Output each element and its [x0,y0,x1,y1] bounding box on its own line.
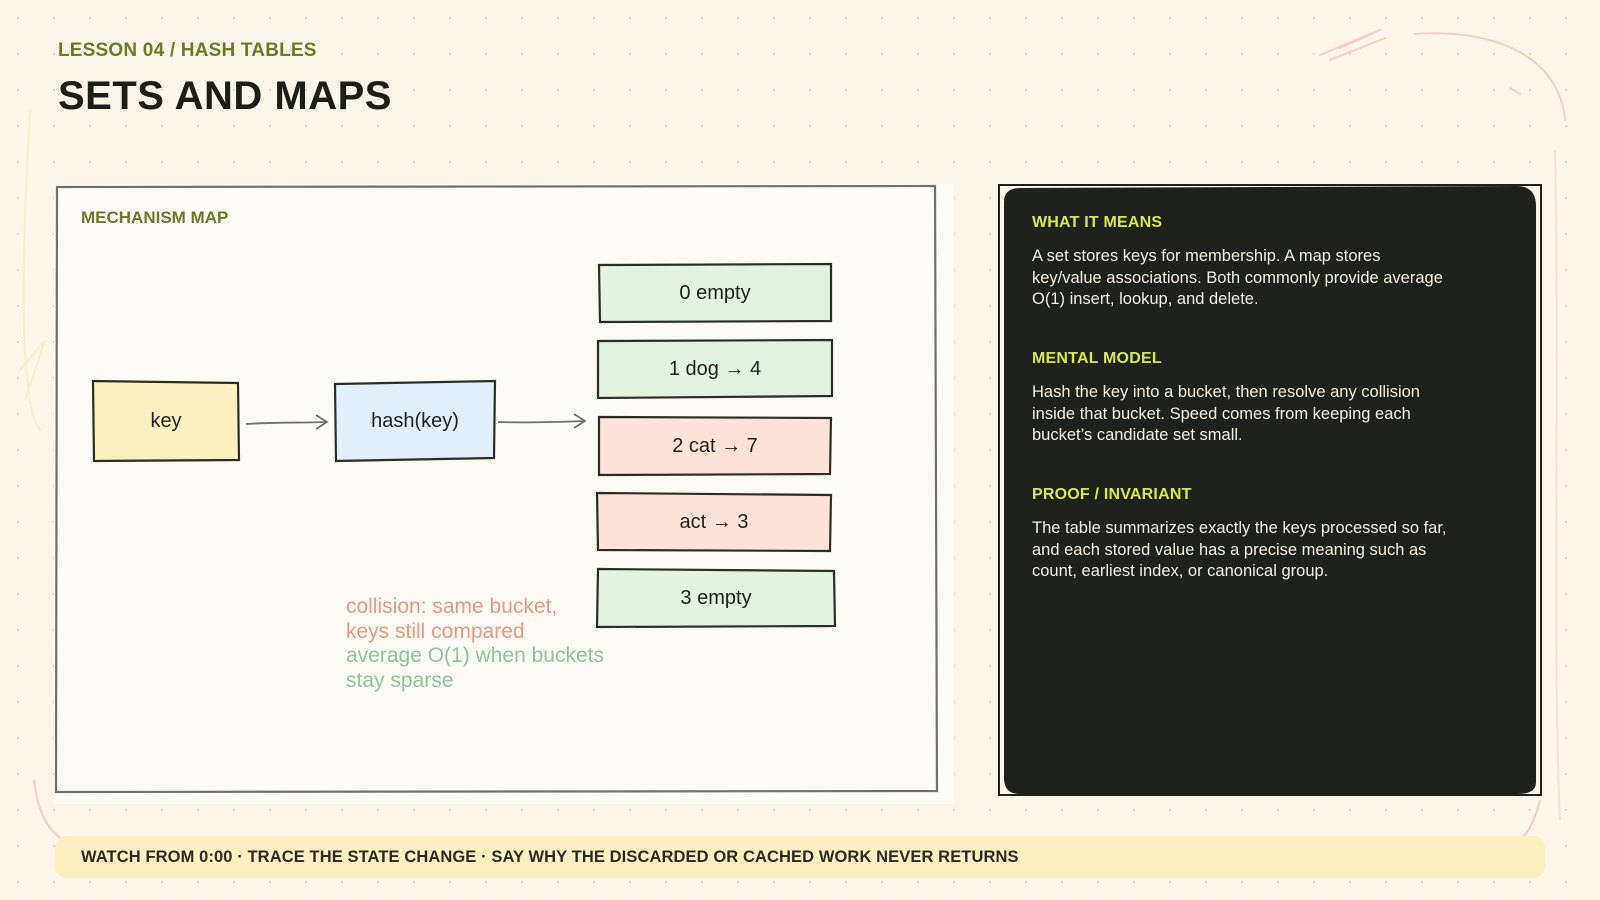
bucket-2-shape [597,415,833,477]
bucket-1: 1 dog → 4 [596,338,834,400]
panel-border [54,184,939,794]
section-body: Hash the key into a bucket, then resolve… [1032,383,1420,444]
page-title: SETS AND MAPS [58,74,392,118]
arrowhead-key-to-hash [315,414,329,430]
instruction-banner: WATCH FROM 0:00 · TRACE THE STATE CHANGE… [55,836,1545,878]
bucket-1-shape [596,338,834,400]
explanation-panel-bg [998,184,1542,796]
bucket-0-label: 0 empty [679,281,751,304]
bucket-3-label: act → 3 [679,510,749,533]
flow-arrows [245,413,587,430]
section-title: MENTAL MODEL [1032,350,1162,367]
bucket-4: 3 empty [595,567,837,629]
average-note: average O(1) when buckets stay sparse [346,644,604,692]
bucket-2-label: 2 cat → 7 [672,434,758,457]
section-title: PROOF / INVARIANT [1032,486,1192,503]
bucket-2: 2 cat → 7 [597,415,833,477]
instruction-text: WATCH FROM 0:00 · TRACE THE STATE CHANGE… [81,847,1019,866]
hash-node-label: hash(key) [371,409,459,432]
arrow-key-to-hash [245,421,327,425]
hash-node: hash(key) [333,379,497,463]
section-body: The table summarizes exactly the keys pr… [1032,519,1447,580]
bucket-4-label: 3 empty [680,586,752,609]
hash-node-shape [333,379,497,463]
bucket-4-shape [595,567,837,629]
section-title: WHAT IT MEANS [1032,214,1163,231]
section-proof-invariant: PROOF / INVARIANT The table summarizes e… [1032,486,1452,583]
bucket-0-shape [597,262,833,324]
collision-note: collision: same bucket, keys still compa… [346,595,558,643]
mechanism-map-label: MECHANISM MAP [81,208,229,227]
section-body: A set stores keys for membership. A map … [1032,247,1443,308]
key-node: key [91,379,241,463]
bucket-0: 0 empty [597,262,833,324]
section-mental-model: MENTAL MODEL Hash the key into a bucket,… [1032,350,1452,447]
arrowhead-hash-to-buckets [573,413,587,429]
bucket-3: act → 3 [595,491,833,553]
section-what-it-means: WHAT IT MEANS A set stores keys for memb… [1032,214,1452,311]
bucket-3-shape [595,491,833,553]
lesson-eyebrow: LESSON 04 / HASH TABLES [58,40,317,61]
key-node-shape [91,379,241,463]
bucket-1-label: 1 dog → 4 [668,357,762,380]
explanation-panel: WHAT IT MEANS A set stores keys for memb… [998,184,1546,804]
arrow-hash-to-buckets [497,420,585,424]
key-node-label: key [150,409,182,432]
mechanism-map-panel: MECHANISM MAP key hash(key) 0 empty 1 do… [54,184,954,804]
